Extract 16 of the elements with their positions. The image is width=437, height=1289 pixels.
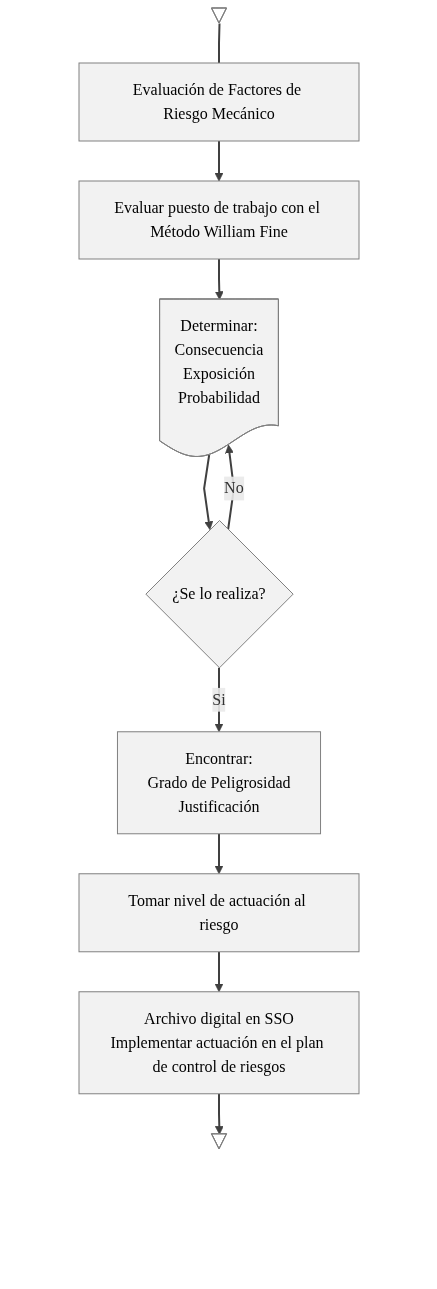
node-box: Evaluación de Factores de Riesgo Mecánico [78, 62, 359, 142]
edge-label: No [223, 479, 244, 497]
arrow [214, 258, 224, 300]
arrow [224, 444, 235, 531]
edge-label: Si [211, 690, 226, 708]
node-box: Evaluar puesto de trabajo con el Método William Fine [78, 180, 359, 260]
arrow [214, 140, 223, 182]
node-box: Tomar nivel de actuación al riesgo [78, 873, 359, 953]
arrow [214, 832, 223, 875]
arrow [202, 454, 213, 530]
arrow [214, 950, 223, 993]
node-diamond: ¿Se lo realiza? [144, 520, 294, 669]
connector [217, 22, 220, 64]
node-box: Encontrar: Grado de Peligrosidad Justificación [116, 731, 321, 835]
arrow [214, 1092, 224, 1135]
node-box: Archivo digital en SSO Implementar actuación en el plan de control de riesgos [78, 991, 359, 1095]
